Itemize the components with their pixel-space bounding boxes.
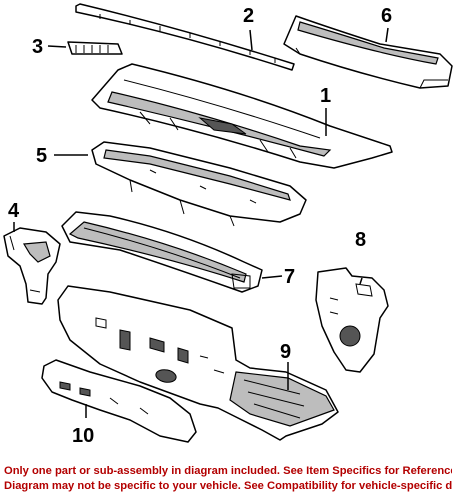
- leader-lines: [13, 27, 389, 418]
- part-6-upper-panel: [283, 15, 453, 89]
- disclaimer-line-2: Diagram may not be specific to your vehi…: [4, 480, 452, 492]
- part-1-vent-grille: [91, 63, 393, 169]
- part-5-cowl-panel: [91, 141, 307, 227]
- callout-1: 1: [320, 85, 331, 107]
- part-9-dash-panel: [57, 285, 339, 441]
- part-7-cross-member: [61, 211, 263, 293]
- callout-4: 4: [8, 200, 20, 222]
- callout-6: 6: [381, 5, 392, 27]
- disclaimer-footer: Only one part or sub-assembly in diagram…: [0, 461, 456, 500]
- callout-5: 5: [36, 145, 47, 167]
- callout-7: 7: [284, 266, 295, 288]
- part-10-insulator: [41, 359, 197, 443]
- part-3-clip: [67, 41, 123, 55]
- part-4-duct: [3, 227, 61, 305]
- callout-10: 10: [72, 425, 94, 447]
- parts-diagram: 2 3 6 1 5 4 7 8 9 10: [3, 3, 453, 447]
- callout-9: 9: [280, 341, 291, 363]
- disclaimer-line-1: Only one part or sub-assembly in diagram…: [4, 465, 452, 477]
- callout-2: 2: [243, 5, 254, 27]
- callout-8: 8: [355, 229, 366, 251]
- callout-3: 3: [32, 36, 43, 58]
- part-8-side-bracket: [315, 267, 389, 373]
- part-2-weatherstrip: [75, 3, 295, 71]
